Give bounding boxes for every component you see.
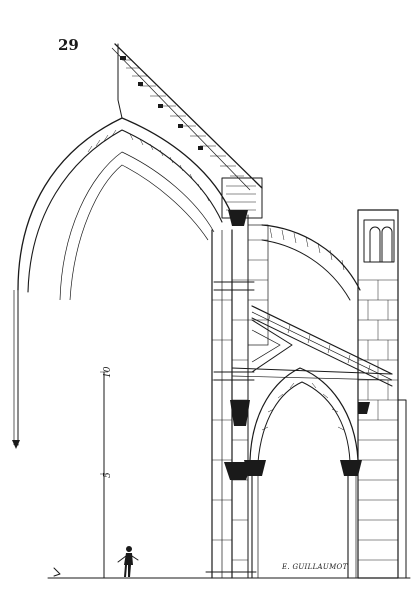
scale-label-5: 5	[103, 472, 113, 478]
ground-marker	[53, 567, 61, 577]
scale-label-10: 10	[103, 366, 113, 378]
lower-flying-buttress	[231, 305, 393, 387]
nave-pier	[203, 214, 259, 579]
buttress-tower	[349, 209, 409, 579]
artist-signature: E. GUILLAUMOT	[282, 563, 348, 571]
clerestory-wall	[221, 177, 263, 226]
aisle-vault	[244, 367, 362, 579]
figure-number: 29	[58, 36, 79, 54]
scale-bar: 10 5	[100, 366, 113, 579]
human-figure	[117, 546, 139, 577]
upper-flying-buttress	[261, 224, 361, 301]
triforium-block	[247, 224, 269, 346]
roof-gable	[111, 43, 263, 191]
nave-vault	[12, 117, 233, 449]
